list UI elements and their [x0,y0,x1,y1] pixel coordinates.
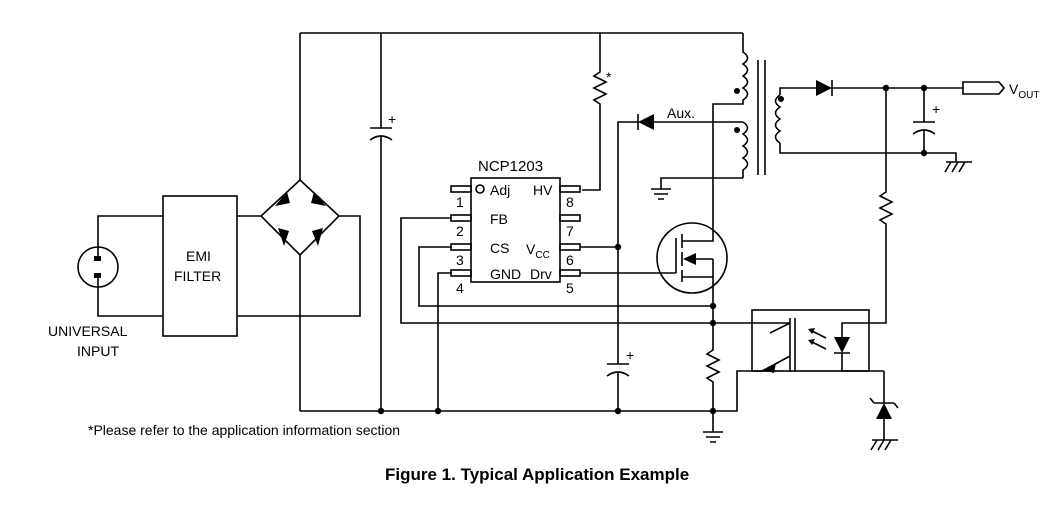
hv-resistor-asterisk: * [606,69,612,85]
output-rectifier [816,80,963,157]
footnote: *Please refer to the application informa… [88,422,400,438]
ic-wiring [400,217,752,411]
vcc-cap-plus: + [626,347,634,363]
pin-number-3: 3 [456,252,464,268]
transformer [757,60,924,175]
pin-label-hv: HV [533,182,553,198]
zener-diode [869,371,899,451]
output-capacitor [912,88,972,173]
pin-number-5: 5 [566,280,574,296]
emi-filter-label-line2: FILTER [174,268,221,284]
universal-input-plug [77,215,163,317]
pin-number-6: 6 [566,252,574,268]
vout-terminal [962,81,1006,95]
power-mosfet [656,222,728,306]
emi-filter-block [162,195,238,337]
pin-label-cs: CS [490,240,509,256]
pin-label-drv: Drv [530,266,552,282]
output-cap-plus: + [932,101,940,117]
ic-name: NCP1203 [478,158,543,175]
sense-resistor [703,306,723,443]
optocoupler [751,309,884,373]
bulk-capacitor [369,33,393,411]
input-label-line2: INPUT [77,343,119,359]
pin-number-8: 8 [566,194,574,210]
pin-number-4: 4 [456,280,464,296]
ncp1203-controller [450,177,581,283]
pin-label-adj: Adj [490,182,510,198]
bridge-rectifier [237,33,361,411]
aux-label: Aux. [667,105,695,121]
feedback-resistor [869,88,894,324]
input-label-line1: UNIVERSAL [48,323,128,339]
pin-number-1: 1 [456,194,464,210]
emi-filter-label-line1: EMI [186,248,211,264]
ground-rail [300,370,752,412]
auxiliary-winding [617,114,749,247]
pin-label-fb: FB [490,211,508,227]
figure-caption: Figure 1. Typical Application Example [385,465,689,484]
primary-winding [712,33,749,224]
pin-number-2: 2 [456,223,464,239]
vout-label: VOUT [1009,81,1039,101]
pin-label-gnd: GND [490,266,521,282]
bulk-cap-plus: + [388,111,396,127]
hv-resistor [582,33,608,191]
pin-number-7: 7 [566,223,574,239]
vcc-capacitor [606,363,630,411]
pin-label-vcc: VCC [526,241,550,261]
